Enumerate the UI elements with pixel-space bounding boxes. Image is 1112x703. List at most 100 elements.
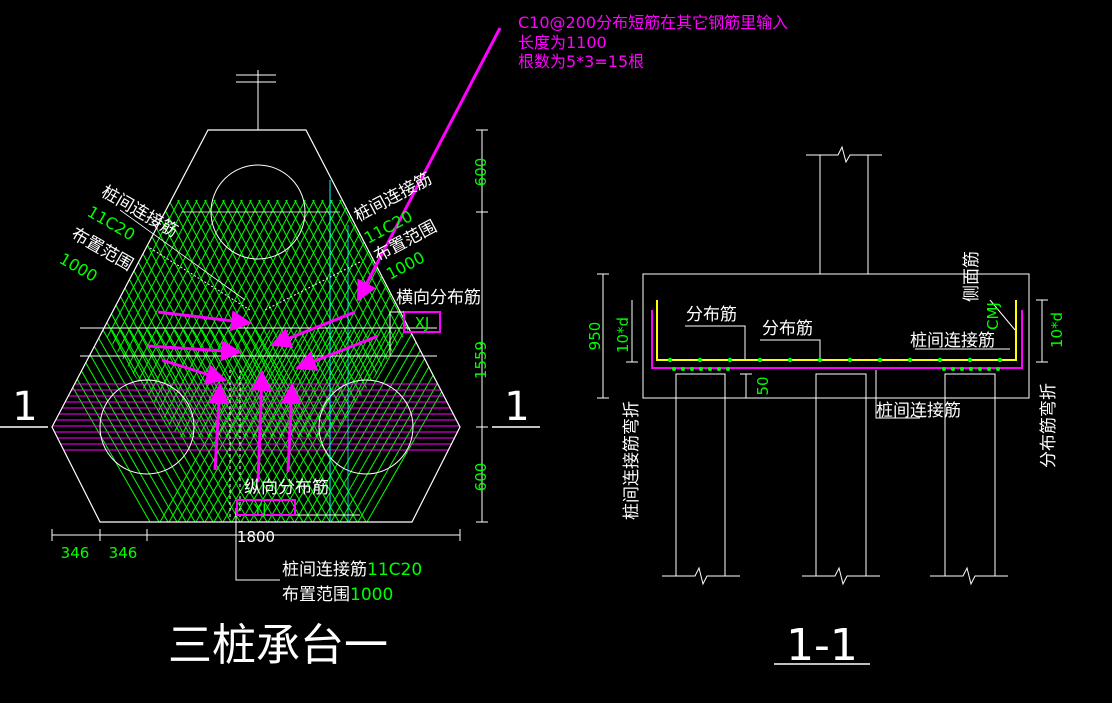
longitudinal-label: 纵向分布筋 — [244, 478, 329, 498]
hatch-line — [0, 130, 54, 530]
rebar-dot — [726, 367, 730, 371]
rebar-dot — [942, 367, 946, 371]
hatch-line — [293, 200, 410, 437]
dim-600-top: 600 — [472, 158, 490, 187]
hatch-line — [537, 130, 747, 530]
hatch-line — [501, 130, 711, 530]
conn-rebar-label-top: 桩间连接筋 — [910, 331, 995, 351]
yj-tag-box — [236, 499, 296, 516]
hatch-line — [212, 200, 410, 437]
hatch-line — [100, 200, 217, 437]
section-rebars — [651, 300, 1023, 371]
bottom-conn-rebar — [651, 310, 1023, 369]
transverse-label: 横向分布筋 — [396, 288, 481, 308]
dist-rebar-label-1: 分布筋 — [686, 305, 737, 325]
hatch-line — [0, 130, 63, 530]
hatch-line — [338, 200, 410, 437]
hatch-line — [347, 200, 410, 437]
rebar-dot — [877, 357, 883, 363]
hatch-line — [113, 200, 325, 437]
hatch-line — [329, 200, 410, 437]
bottom-range-value: 1000 — [350, 585, 393, 605]
hatch-line — [100, 200, 118, 437]
hatch-line — [122, 200, 334, 437]
bottom-leader — [235, 508, 280, 581]
hatch-line — [537, 130, 747, 530]
hatch-line — [194, 200, 406, 437]
rebar-dot — [847, 357, 853, 363]
hatch-line — [347, 200, 410, 437]
note-line-3: 根数为5*3=15根 — [518, 52, 644, 71]
hatch-line — [0, 130, 45, 530]
hatch-line — [0, 130, 9, 530]
hatch-line — [0, 130, 81, 530]
hatch-line — [100, 200, 226, 437]
bottom-label-spec: 11C20 — [367, 560, 422, 580]
note-line-2: 长度为1100 — [518, 33, 607, 52]
arrow — [147, 340, 243, 362]
rebar-dots — [667, 357, 1003, 371]
hatch-line — [654, 130, 864, 530]
hatch-line — [100, 200, 199, 437]
hatch-line — [636, 130, 846, 530]
hatch-line — [429, 130, 639, 530]
rebar-dot — [960, 367, 964, 371]
hatch-line — [100, 200, 109, 437]
hatch-line — [0, 130, 99, 530]
section-labels: 950 10*d 50 10*d 分布筋 分布筋 桩间连接筋 桩间连接筋 侧面筋… — [586, 251, 1066, 671]
hatch-line — [573, 130, 783, 530]
pile-left — [99, 379, 195, 475]
rebar-dot — [697, 357, 703, 363]
arrows — [147, 310, 379, 483]
left-vertical-label: 桩间连接筋弯折 — [622, 401, 642, 520]
dist-rebar-label-2: 分布筋 — [762, 319, 813, 339]
hatch-line — [338, 200, 410, 437]
xj-tag-box — [403, 311, 441, 333]
section-mark-right-label: 1 — [504, 384, 529, 430]
dim-950: 950 — [586, 322, 604, 351]
rebar-dot — [690, 367, 694, 371]
hatch-line — [100, 200, 199, 437]
hatch-line — [0, 130, 18, 530]
rebar-dot — [667, 357, 673, 363]
hatch-line — [0, 130, 63, 530]
cap-outline — [51, 129, 461, 523]
note-arrow — [356, 27, 502, 302]
hatch-line — [636, 130, 846, 530]
pile-right-break — [930, 566, 1008, 586]
hatch-line — [100, 200, 172, 437]
dim-346-a: 346 — [61, 544, 90, 562]
rebar-dot — [787, 357, 793, 363]
top-dist-rebar — [656, 300, 1017, 361]
hatch-line — [100, 200, 298, 437]
side-face-tag: CMJ — [984, 302, 1002, 330]
pile-left-top — [675, 373, 726, 399]
xj-leader — [389, 311, 404, 355]
hatch-line — [0, 130, 54, 530]
hatch-line — [100, 200, 271, 437]
rebar-dot — [708, 367, 712, 371]
pile-right-section-top — [944, 373, 996, 399]
dim-50: 50 — [754, 376, 772, 395]
hatch-line — [0, 130, 90, 530]
hatch-line — [0, 130, 72, 530]
rebar-dot — [967, 357, 973, 363]
arrow — [157, 310, 253, 332]
rebar-dot — [978, 367, 982, 371]
hatch-line — [0, 130, 9, 530]
rebar-dot — [937, 357, 943, 363]
hatch-line — [0, 130, 36, 530]
rebar-dot — [817, 357, 823, 363]
pile-mid-section — [815, 373, 867, 399]
hatch-line — [100, 200, 109, 437]
hatch-line — [275, 200, 410, 437]
arrow — [270, 310, 356, 348]
bottom-label-name-text: 桩间连接筋 — [282, 560, 367, 580]
pile-left-break — [662, 566, 740, 586]
rebar-dot — [907, 357, 913, 363]
arrow — [250, 369, 272, 483]
arrow — [280, 382, 302, 473]
hatch-line — [149, 200, 361, 437]
rebar-note: C10@200分布短筋在其它钢筋里输入 长度为1100 根数为5*3=15根 — [518, 13, 788, 71]
